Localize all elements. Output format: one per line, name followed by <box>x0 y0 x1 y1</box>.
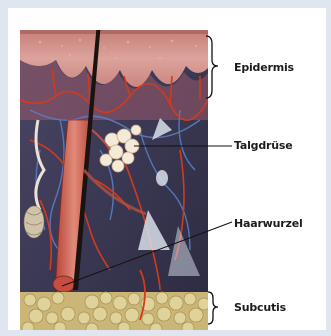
label-talgdruese: Talgdrüse <box>234 139 293 152</box>
label-subcutis: Subcutis <box>234 301 286 314</box>
label-epidermis: Epidermis <box>234 61 294 74</box>
label-haarwurzel: Haarwurzel <box>234 217 303 230</box>
subcutis-brace <box>208 292 218 324</box>
sweat-gland <box>24 206 44 238</box>
